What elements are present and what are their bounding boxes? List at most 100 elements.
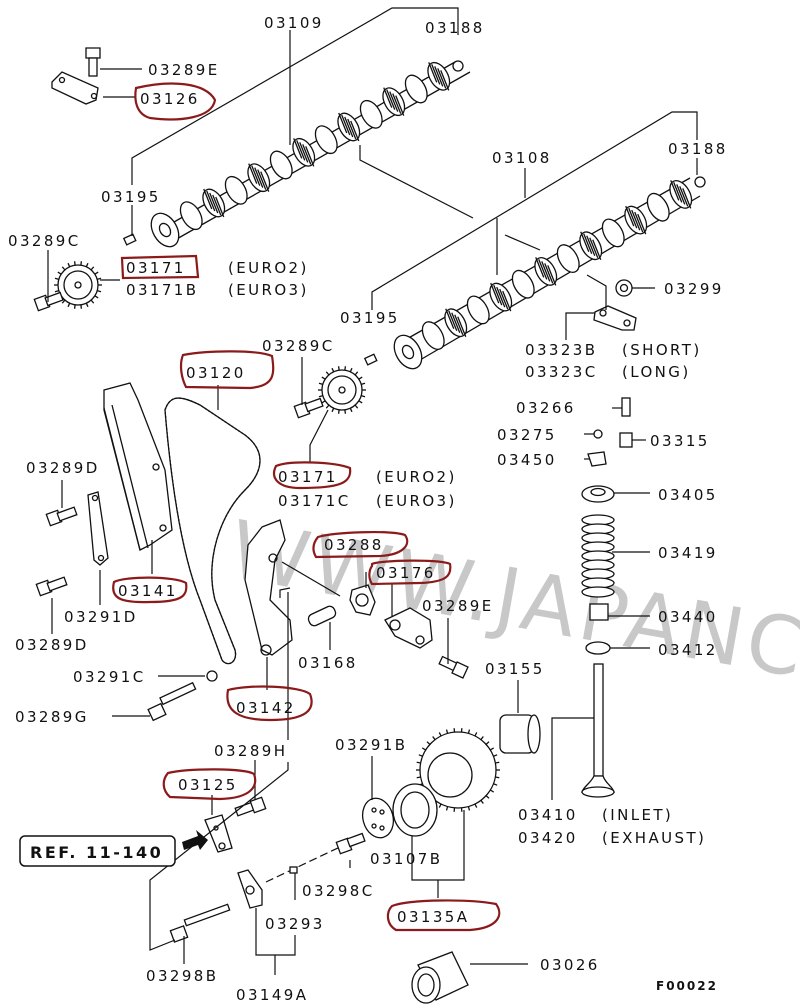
label-03109[interactable]: 03109 [264,14,324,32]
label-03289h[interactable]: 03289H [214,742,287,760]
sprocket-mid-tooth [318,382,323,385]
label-03135a[interactable]: 03135A [397,908,469,926]
label-03266[interactable]: 03266 [516,399,576,417]
label-03288[interactable]: 03288 [324,536,384,554]
label-03188-right[interactable]: 03188 [668,140,728,158]
label-03188-top[interactable]: 03188 [425,19,485,37]
label-03419[interactable]: 03419 [658,544,718,562]
gear-03135a-tooth [493,783,498,786]
label-03289c-left[interactable]: 03289C [8,232,81,250]
label-03275[interactable]: 03275 [497,426,557,444]
gear-03135a-tooth [493,754,498,757]
bracket-03149a [237,869,263,909]
label-03412[interactable]: 03412 [658,641,718,659]
reference-link[interactable]: REF. 11-140 [19,835,176,867]
cam-03109-journal-line [209,192,219,214]
cam-03109-journal-line [395,95,405,116]
label-03168[interactable]: 03168 [298,654,358,672]
label-03142[interactable]: 03142 [236,699,296,717]
label-03323c[interactable]: 03323C [525,363,598,381]
cam-03109-lobe [179,201,203,231]
cam-03109-journal-line [392,93,402,114]
label-03410[interactable]: 03410 [518,806,578,824]
cam-03109-journal-line [434,66,444,87]
gear-03135a [416,728,500,812]
label-03108[interactable]: 03108 [492,149,552,167]
sprocket-mid-tooth [344,409,347,414]
cam-03109-journal-line [338,112,348,134]
label-03125[interactable]: 03125 [178,776,238,794]
cam-03108-journal-line [679,186,689,207]
label-03298c[interactable]: 03298C [302,882,375,900]
label-03323b-note: (SHORT) [622,341,702,359]
cam-03109-journal-line [302,144,312,165]
label-03026[interactable]: 03026 [540,956,600,974]
cam-03109-lobe [224,175,248,205]
spring-seat-03412 [585,641,611,655]
cam-03109-journal-line [296,140,306,161]
highlight-03171-left [120,254,200,280]
label-03323b[interactable]: 03323B [525,341,597,359]
highlight-03288 [312,531,409,559]
cam-03108-journal-line [448,310,458,331]
cam-03109-journal-line [203,188,213,210]
label-03291b[interactable]: 03291B [335,736,407,754]
label-03299[interactable]: 03299 [664,280,724,298]
label-03420[interactable]: 03420 [518,829,578,847]
figure-code: F00022 [656,979,718,993]
label-03171c[interactable]: 03171C [278,492,351,510]
label-03289c-mid[interactable]: 03289C [262,337,335,355]
label-03405[interactable]: 03405 [658,486,718,504]
gear-03135a-tooth [485,795,490,799]
sprocket-left-tooth [54,277,59,280]
label-03289d-bottom[interactable]: 03289D [15,636,89,654]
label-03298b[interactable]: 03298B [146,967,218,985]
cam-03108-journal-line [586,235,596,256]
sprocket-left-tooth [94,271,99,275]
gear-03135a-tooth [445,729,449,734]
cam-03108-journal-line [496,286,506,308]
label-03315[interactable]: 03315 [650,432,710,450]
label-03291d[interactable]: 03291D [64,608,138,626]
label-03440[interactable]: 03440 [658,608,718,626]
label-03155[interactable]: 03155 [485,660,545,678]
label-03107b[interactable]: 03107B [370,850,442,868]
bolt-03298b [169,903,231,943]
label-03171-mid[interactable]: 03171 [278,468,338,486]
cam-03109-journal-line [431,64,441,85]
reference-box[interactable] [19,835,176,867]
rocker-03323 [593,305,637,331]
label-03176[interactable]: 03176 [376,564,436,582]
gear-03135a-tooth [495,776,500,779]
label-03120[interactable]: 03120 [186,364,246,382]
sprocket-mid-tooth [354,404,359,409]
gear-03026 [411,951,469,1004]
bolt-03266 [621,397,631,417]
label-03171b[interactable]: 03171B [126,281,198,299]
label-03171-left[interactable]: 03171 [126,259,186,277]
gear-03135a-tooth [489,747,495,751]
label-03291c[interactable]: 03291C [73,668,146,686]
label-03410-note: (INLET) [602,806,673,824]
label-03141[interactable]: 03141 [118,582,178,600]
cam-03108-journal-line [502,290,512,312]
camshaft-03108 [393,176,706,370]
label-03149a[interactable]: 03149A [236,986,308,1004]
label-03289e-top[interactable]: 03289E [148,61,220,79]
label-03289d-top[interactable]: 03289D [26,459,100,477]
label-03289g[interactable]: 03289G [15,708,89,726]
label-03195-top[interactable]: 03195 [101,188,161,206]
cam-03108-journal-line [673,182,683,203]
label-03293[interactable]: 03293 [265,915,325,933]
label-03289e-mid[interactable]: 03289E [422,597,494,615]
assembly-axis-line [265,846,341,883]
cam-03109-journal-line [428,62,438,83]
gear-03135a-tooth [445,806,449,811]
label-03450[interactable]: 03450 [497,451,557,469]
label-03195-bottom[interactable]: 03195 [340,309,400,327]
highlight-03125 [162,768,257,801]
reference-label[interactable]: REF. 11-140 [30,843,163,862]
sprocket-mid-tooth [354,371,359,376]
stem-seal-03440 [589,603,609,621]
label-03126[interactable]: 03126 [140,90,200,108]
